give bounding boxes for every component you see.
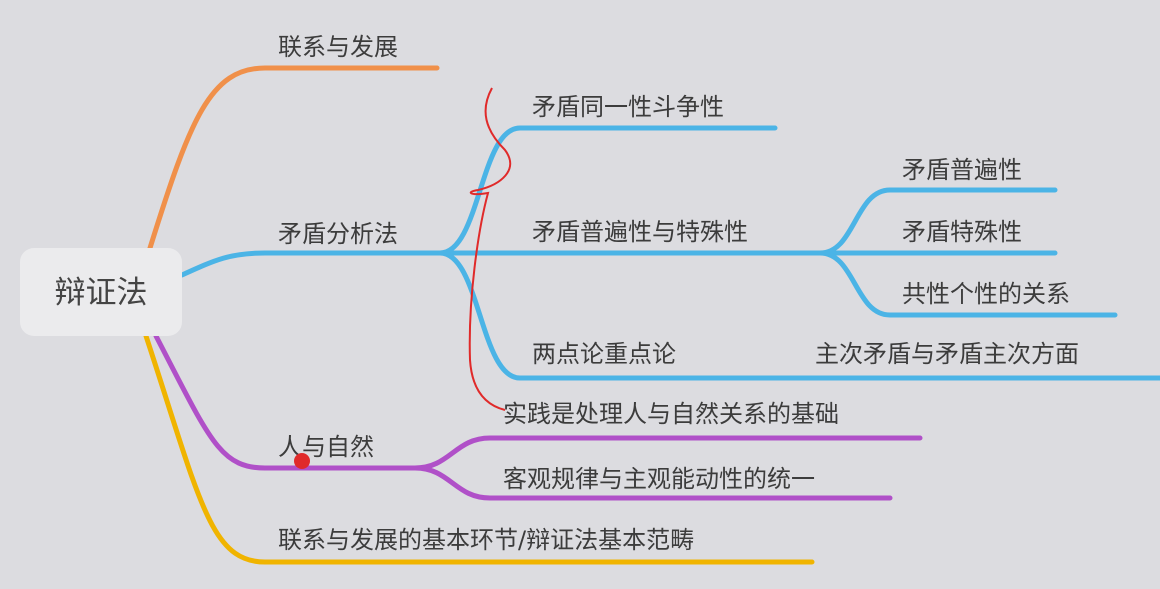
branch-line-gongxing xyxy=(817,250,1118,318)
node-tongyi-douzheng[interactable]: 矛盾同一性斗争性 xyxy=(532,93,724,121)
node-renziran[interactable]: 人与自然 xyxy=(278,433,374,461)
branch-line-maodun xyxy=(179,250,443,278)
root-node[interactable] xyxy=(20,248,182,336)
node-maodun-fenxi[interactable]: 矛盾分析法 xyxy=(278,220,398,248)
annotation-bracket xyxy=(468,87,512,411)
branch-line-fanchou xyxy=(143,333,815,565)
node-pubian[interactable]: 矛盾普遍性 xyxy=(902,156,1022,184)
node-lianxi[interactable]: 联系与发展 xyxy=(278,33,398,61)
branch-line-guilv xyxy=(412,465,893,501)
node-guilv[interactable]: 客观规律与主观能动性的统一 xyxy=(503,465,815,493)
node-zhuci[interactable]: 主次矛盾与矛盾主次方面 xyxy=(815,340,1079,368)
root-label: 辩证法 xyxy=(55,275,148,311)
branch-line-lianxi xyxy=(147,65,440,251)
node-shijian[interactable]: 实践是处理人与自然关系的基础 xyxy=(503,400,839,428)
node-pubian-teshu[interactable]: 矛盾普遍性与特殊性 xyxy=(532,218,748,246)
branch-line-renziran xyxy=(153,333,418,471)
branch-line-liangdian xyxy=(437,250,1160,381)
branch-line-shijian xyxy=(412,435,923,471)
branch-line-pubian xyxy=(817,187,1058,256)
node-teshu[interactable]: 矛盾特殊性 xyxy=(902,218,1022,246)
annotation-dot xyxy=(294,453,310,469)
node-liangdian[interactable]: 两点论重点论 xyxy=(532,340,676,368)
node-gongxing[interactable]: 共性个性的关系 xyxy=(902,280,1070,308)
branch-line-tongyi xyxy=(437,125,778,256)
node-fanchou[interactable]: 联系与发展的基本环节/辩证法基本范畴 xyxy=(278,526,694,554)
